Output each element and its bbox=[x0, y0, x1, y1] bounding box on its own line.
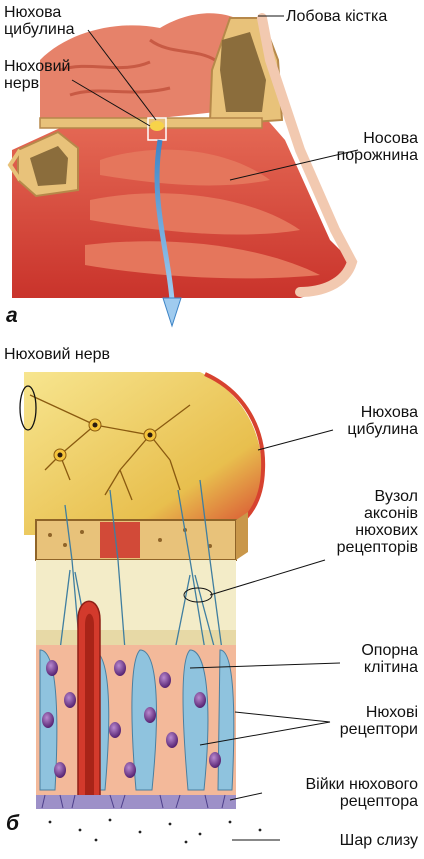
label-mucus-layer: Шар слизу bbox=[340, 832, 418, 849]
panel-a-illustration bbox=[10, 13, 352, 298]
panel-b-letter: б bbox=[6, 812, 19, 836]
label-frontal-bone: Лобова кістка bbox=[286, 8, 387, 25]
label-cilia: Війки нюхового рецептора bbox=[305, 776, 418, 810]
lamina-propria bbox=[36, 560, 236, 630]
panel-b-illustration bbox=[20, 372, 263, 843]
label-olfactory-bulb-b: Нюхова цибулина bbox=[347, 404, 418, 438]
label-olfactory-nerve-b: Нюховий нерв bbox=[4, 346, 110, 363]
label-olfactory-nerve-a: Нюховий нерв bbox=[4, 58, 70, 92]
cilia-layer bbox=[36, 795, 236, 809]
mucus-layer bbox=[49, 819, 262, 844]
label-supporting-cell: Опорна клітина bbox=[361, 642, 418, 676]
label-axon-node: Вузол аксонів нюхових рецепторів bbox=[337, 488, 418, 556]
label-olfactory-bulb-a: Нюхова цибулина bbox=[4, 4, 75, 38]
label-olfactory-receptors: Нюхові рецептори bbox=[340, 704, 418, 738]
label-nasal-cavity: Носова порожнина bbox=[337, 130, 418, 164]
panel-a-letter: а bbox=[6, 304, 18, 328]
